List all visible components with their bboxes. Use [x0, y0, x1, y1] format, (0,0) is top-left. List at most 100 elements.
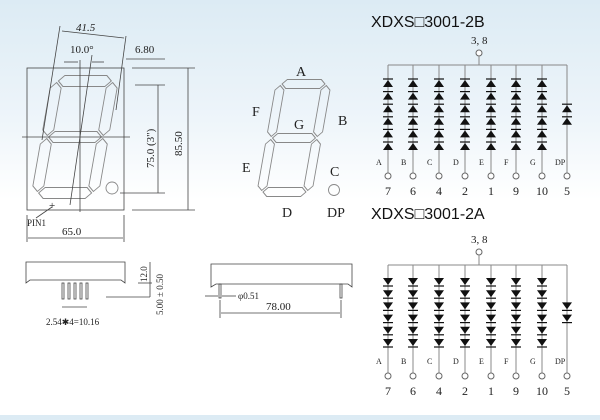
seg-label-b: B: [338, 114, 347, 129]
diode-icon: [511, 326, 521, 334]
diode-icon: [383, 302, 393, 310]
dim-pitch: 2.54✱4=10.16: [46, 317, 100, 327]
diode-icon: [408, 130, 418, 138]
diode-icon: [383, 80, 393, 87]
diode-icon: [511, 302, 521, 310]
diode-icon: [383, 290, 393, 298]
dp-dot: [105, 181, 119, 195]
diode-icon: [511, 117, 521, 125]
diode-icon: [537, 326, 547, 334]
diode-icon: [562, 314, 572, 322]
diode-icon: [434, 302, 444, 310]
pin-terminal: [512, 372, 520, 380]
diode-icon: [408, 314, 418, 322]
ext-line: [115, 35, 127, 111]
diode-icon: [408, 105, 418, 113]
diode-icon: [434, 278, 444, 285]
dim-6-80: 6.80: [135, 44, 155, 56]
diode-icon: [408, 278, 418, 285]
segment-g: [271, 133, 317, 143]
diode-icon: [511, 92, 521, 100]
pin-terminal: [512, 172, 520, 180]
pin1-marker: +: [49, 200, 55, 212]
diode-icon: [486, 143, 496, 150]
diode-icon: [460, 117, 470, 125]
dim-height: 12.0: [139, 266, 149, 282]
diode-icon: [460, 80, 470, 87]
segment-label: B: [401, 158, 406, 167]
pin-terminal: [487, 372, 495, 380]
segment-label: A: [376, 158, 382, 167]
pin-number: 4: [436, 384, 442, 398]
diode-icon: [408, 80, 418, 87]
dim-line-41: [61, 30, 125, 39]
common-pin-label: 3, 8: [471, 35, 488, 47]
diode-icon: [486, 290, 496, 298]
diode-icon: [486, 105, 496, 113]
display-outline: [26, 67, 125, 211]
diode-icon: [537, 117, 547, 125]
pin-terminal: [538, 172, 546, 180]
diode-icon: [434, 130, 444, 138]
segment-map-digit: [257, 79, 331, 197]
common-pin-terminal: [475, 248, 483, 256]
dim-angle: 10.0°: [70, 44, 94, 56]
diode-icon: [511, 290, 521, 298]
segment-c: [88, 137, 108, 193]
pin-terminal: [538, 372, 546, 380]
diode-icon: [537, 105, 547, 113]
diode-icon: [434, 326, 444, 334]
pin-number: 7: [385, 384, 391, 398]
pin-number: 9: [513, 184, 519, 198]
diode-icon: [460, 302, 470, 310]
segment-b: [98, 81, 118, 137]
pin-number: 7: [385, 184, 391, 198]
pin-terminal: [384, 172, 392, 180]
diode-icon: [408, 143, 418, 150]
diode-icon: [486, 339, 496, 346]
diode-icon: [537, 314, 547, 322]
side-body: [210, 263, 353, 288]
diode-icon: [408, 92, 418, 100]
diode-icon: [511, 278, 521, 285]
diode-icon: [434, 143, 444, 150]
dp-dot: [328, 184, 340, 196]
segment-label: G: [530, 357, 536, 366]
circuit-title: XDXS□3001-2B: [371, 14, 485, 31]
diode-icon: [408, 290, 418, 298]
seg-label-e: E: [242, 161, 251, 176]
diode-icon: [434, 314, 444, 322]
segment-map: A B C D E F G DP: [242, 65, 347, 221]
pin-terminal: [563, 372, 571, 380]
segment-label: C: [427, 158, 432, 167]
pin-terminal: [435, 372, 443, 380]
front-view: 41.5 10.0° 6.80 75.0 (3") 85.50 + PIN1 6…: [22, 22, 195, 242]
diode-icon: [460, 339, 470, 346]
segment-label: DP: [555, 158, 566, 167]
diode-icon: [383, 92, 393, 100]
pin: [339, 283, 343, 299]
pin-terminal: [409, 372, 417, 380]
pin-terminal: [435, 172, 443, 180]
side-body: [25, 261, 126, 284]
dim-pin-dia: φ0.51: [238, 291, 259, 301]
diode-icon: [460, 130, 470, 138]
dim-pin-length: 5.00 ± 0.50: [155, 274, 165, 315]
diode-icon: [383, 326, 393, 334]
diode-icon: [434, 105, 444, 113]
diode-icon: [486, 117, 496, 125]
diode-icon: [562, 117, 572, 125]
pin: [218, 283, 222, 299]
diode-icon: [486, 314, 496, 322]
diode-icon: [537, 130, 547, 138]
diode-icon: [486, 326, 496, 334]
diode-icon: [486, 80, 496, 87]
dim-75: 75.0 (3"): [145, 128, 157, 168]
segment-label: D: [453, 357, 459, 366]
segment-e: [32, 137, 52, 193]
pin-terminal: [384, 372, 392, 380]
diode-icon: [537, 143, 547, 150]
diode-icon: [562, 105, 572, 113]
